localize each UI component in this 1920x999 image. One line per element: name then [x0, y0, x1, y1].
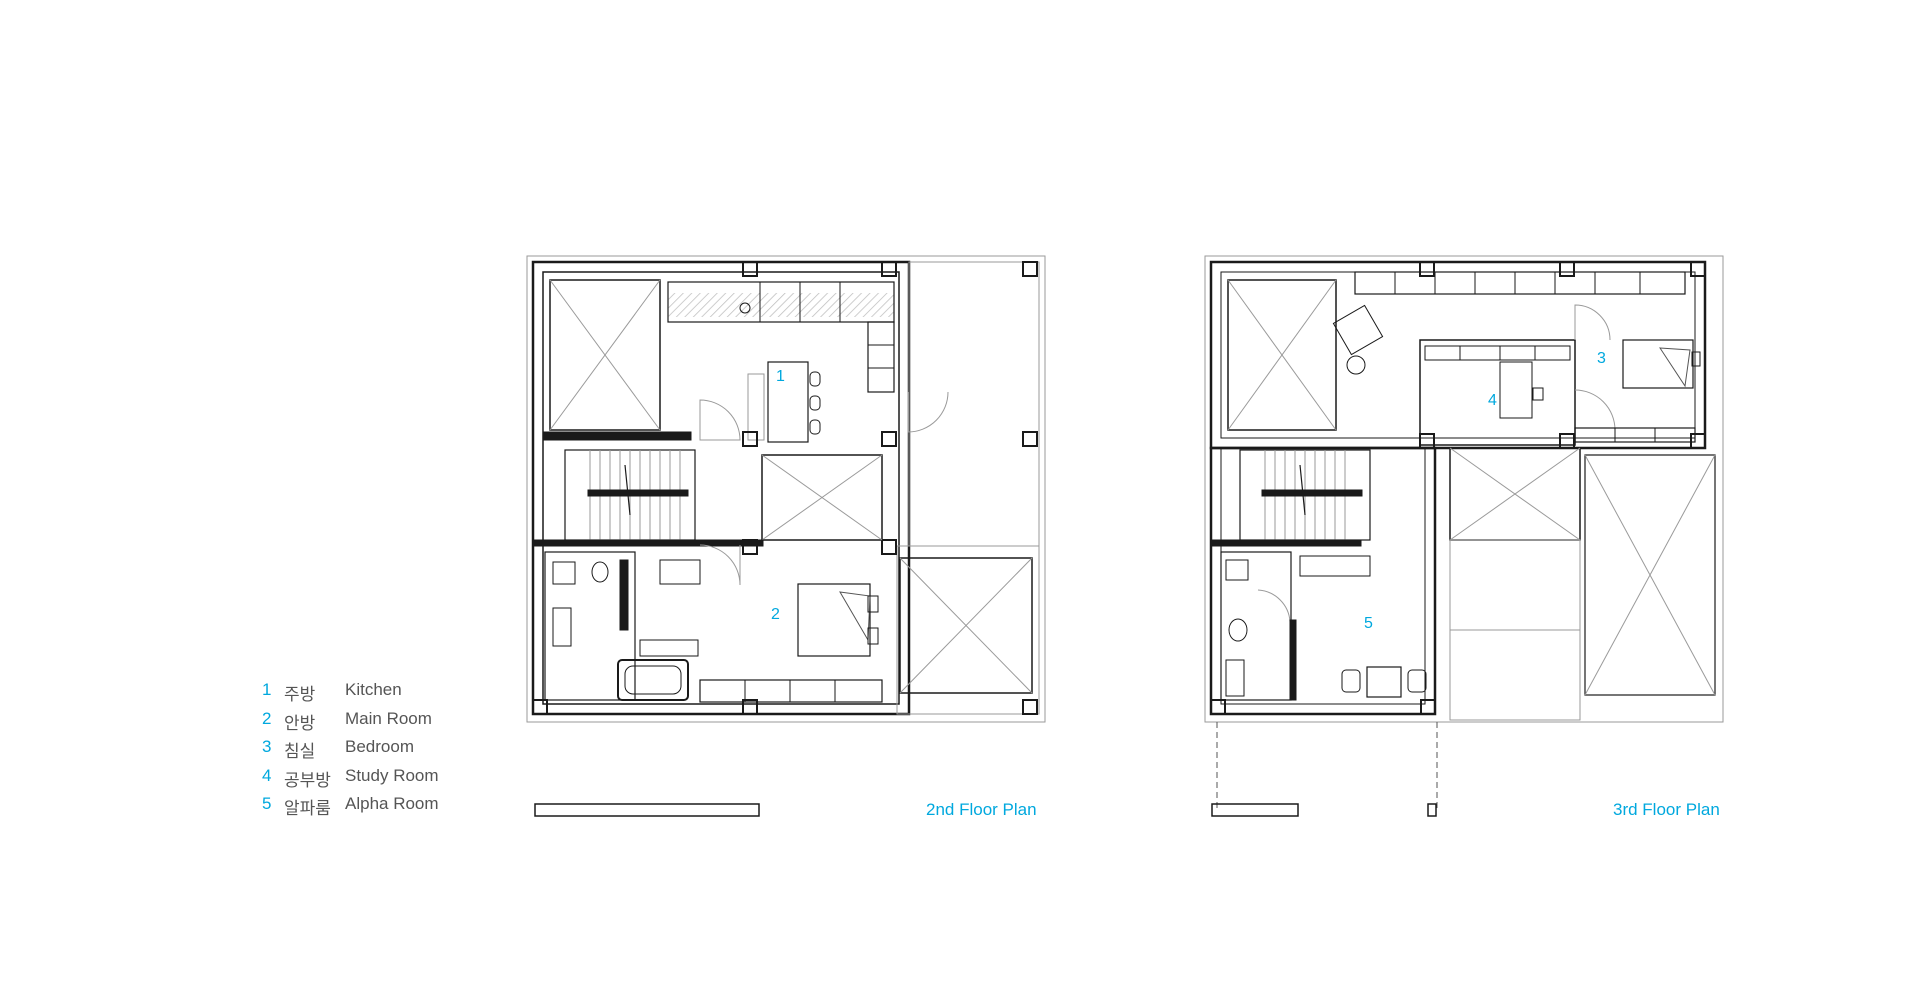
legend-korean-label: 알파룸 [284, 799, 331, 818]
armchair [1332, 304, 1384, 356]
toilet-icon [591, 561, 609, 583]
site-outline-3rd [1204, 255, 1724, 723]
room-number-3: 3 [1597, 350, 1606, 367]
room-number-5: 5 [1364, 615, 1373, 632]
legend-english-label: Study Room [345, 765, 439, 785]
legend-number: 5 [262, 794, 272, 813]
void-center-2nd [761, 454, 883, 541]
wardrobe-2nd [699, 679, 883, 703]
site-outline-2nd [526, 255, 1046, 723]
legend-korean-label: 공부방 [284, 770, 331, 790]
legend-item: 4 공부방 Study Room [262, 766, 522, 795]
room-number-1: 1 [776, 368, 785, 385]
scale-bar-3rd [1211, 803, 1299, 817]
legend-number: 3 [262, 737, 272, 756]
void-topleft-3rd [1227, 279, 1337, 431]
legend-korean-label: 주방 [284, 685, 316, 704]
legend-number: 1 [262, 680, 272, 699]
exterior-wall-3rd [1209, 260, 1707, 450]
alpha-room-table [1366, 666, 1402, 698]
terrace-2nd [908, 261, 1040, 547]
void-topleft-2nd [549, 279, 661, 431]
dining-table [767, 361, 809, 443]
legend-english-label: Bedroom [345, 737, 414, 756]
wardrobe-top-3rd [1354, 271, 1686, 295]
study-room [1419, 339, 1576, 446]
plan-title-3rd-floor: 3rd Floor Plan [1613, 800, 1720, 819]
third-floor-plan [1204, 255, 1724, 817]
legend-korean-label: 안방 [284, 713, 316, 733]
bathroom-3rd [1220, 551, 1292, 701]
bed-bedroom [1622, 339, 1694, 389]
toilet-icon [1228, 618, 1248, 642]
legend-item: 1 주방 Kitchen [262, 680, 522, 709]
legend-item: 5 알파룸 Alpha Room [262, 794, 522, 823]
legend-english-label: Alpha Room [345, 794, 439, 813]
legend-item: 2 안방 Main Room [262, 709, 522, 738]
room-number-4: 4 [1488, 392, 1497, 409]
bathroom-2nd [544, 551, 636, 701]
legend-number: 2 [262, 708, 272, 728]
room-number-2: 2 [771, 606, 780, 623]
scale-bar-2nd [534, 803, 760, 817]
exterior-wall-2nd [531, 260, 911, 716]
bed-main-room [797, 583, 871, 657]
bathtub [617, 659, 689, 701]
plan-title-2nd-floor: 2nd Floor Plan [926, 800, 1037, 819]
legend-number: 4 [262, 765, 272, 785]
legend-korean-label: 침실 [284, 742, 316, 761]
legend-item: 3 침실 Bedroom [262, 737, 522, 766]
second-floor-plan [526, 255, 1046, 817]
room-legend: 1 주방 Kitchen 2 안방 Main Room 3 침실 Bedroom… [262, 680, 522, 823]
void-bottomright-2nd [899, 557, 1033, 694]
void-right-3rd [1584, 454, 1716, 696]
legend-english-label: Kitchen [345, 680, 402, 699]
legend-english-label: Main Room [345, 708, 432, 728]
